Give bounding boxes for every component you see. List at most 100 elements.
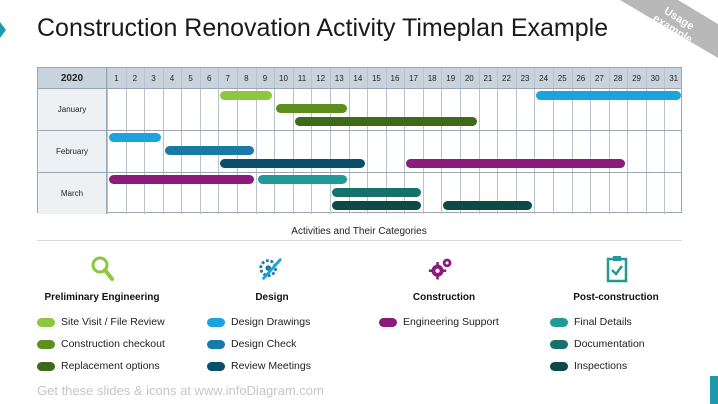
gantt-bar (536, 91, 681, 100)
day-header: 22 (502, 73, 511, 83)
legend-label: Documentation (574, 338, 645, 350)
gantt-bar (406, 159, 626, 168)
day-header: 1 (114, 73, 119, 83)
day-header: 6 (206, 73, 212, 83)
grid-line (329, 68, 331, 214)
legend-swatch (37, 317, 55, 327)
grid-line (292, 68, 294, 214)
legend-swatch (550, 339, 568, 349)
left-accent-marker (0, 22, 6, 38)
day-header: 9 (262, 73, 268, 83)
grid-line (534, 68, 536, 214)
day-header: 16 (390, 73, 400, 83)
category-title-preliminary-engineering: Preliminary Engineering (44, 292, 160, 303)
grid-line (441, 68, 443, 214)
grid-line (664, 68, 666, 214)
grid-line (162, 68, 164, 214)
legend-item: Final Details (550, 315, 632, 329)
grid-line (311, 68, 313, 214)
gantt-bar (220, 159, 366, 168)
legend-swatch (207, 339, 225, 349)
grid-line (274, 68, 276, 214)
gantt-bar (331, 201, 421, 210)
legend-swatch (550, 361, 568, 371)
day-header: 3 (151, 73, 156, 83)
category-title-design: Design (255, 292, 289, 303)
gantt-bar (276, 104, 347, 113)
grid-line (590, 68, 592, 214)
legend-label: Review Meetings (231, 360, 311, 372)
legend-label: Design Drawings (231, 316, 311, 328)
footer-promo[interactable]: Get these slides & icons at www.infoDiag… (37, 383, 324, 398)
row-divider (38, 172, 681, 173)
grid-line (645, 68, 647, 214)
legend-swatch (37, 339, 55, 349)
legend-item: Engineering Support (379, 315, 499, 329)
day-header: 10 (279, 73, 288, 83)
day-header: 14 (353, 73, 363, 83)
grid-line (348, 68, 350, 214)
day-header: 25 (557, 73, 567, 83)
legend-item: Design Check (207, 337, 296, 351)
categories-caption: Activities and Their Categories (291, 226, 427, 237)
legend-item: Documentation (550, 337, 645, 351)
design-tools-icon (259, 258, 282, 280)
legend-item: Construction checkout (37, 337, 165, 351)
day-header: 24 (539, 73, 549, 83)
gantt-header-row (38, 68, 681, 88)
row-divider (38, 130, 681, 131)
day-header: 13 (334, 73, 344, 83)
magnifier-icon (91, 256, 114, 281)
day-header: 15 (371, 73, 381, 83)
day-header: 28 (613, 73, 623, 83)
legend-swatch (550, 317, 568, 327)
legend-label: Final Details (574, 316, 632, 328)
month-label: January (38, 88, 107, 130)
month-label: February (38, 130, 107, 172)
month-label: March (38, 172, 107, 214)
grid-line (552, 68, 554, 214)
day-header: 29 (632, 73, 641, 83)
legend-item: Replacement options (37, 359, 160, 373)
day-header: 17 (409, 73, 419, 83)
legend-label: Site Visit / File Review (61, 316, 165, 328)
day-header: 26 (576, 73, 586, 83)
grid-line (608, 68, 610, 214)
grid-line (422, 68, 424, 214)
gantt-bar (220, 91, 273, 100)
legend-label: Engineering Support (403, 316, 499, 328)
day-header: 4 (169, 73, 175, 83)
gantt-bar (164, 146, 254, 155)
usage-example-ribbon: Usage example fully editable (620, 0, 718, 58)
grid-line (367, 68, 369, 214)
gears-icon (428, 258, 452, 280)
clipboard-check-icon (606, 256, 628, 283)
legend-swatch (37, 361, 55, 371)
legend-item: Inspections (550, 359, 627, 373)
grid-line (478, 68, 480, 214)
gantt-bar (443, 201, 533, 210)
day-header: 11 (297, 73, 307, 83)
page-title: Construction Renovation Activity Timepla… (37, 14, 609, 42)
section-divider (37, 240, 682, 241)
legend-label: Inspections (574, 360, 628, 372)
day-header: 8 (244, 73, 249, 83)
right-accent-marker (710, 376, 718, 404)
gantt-bar (294, 117, 477, 126)
legend-label: Replacement options (61, 360, 160, 372)
day-header: 27 (594, 73, 604, 83)
grid-line (385, 68, 387, 214)
row-divider (38, 88, 681, 89)
grid-line (107, 68, 108, 214)
grid-line (404, 68, 406, 214)
gantt-bar (109, 133, 161, 142)
day-header: 31 (669, 73, 679, 83)
day-header: 7 (225, 73, 230, 83)
legend-item: Design Drawings (207, 315, 310, 329)
legend-swatch (207, 317, 225, 327)
legend-item: Site Visit / File Review (37, 315, 165, 329)
day-header: 20 (464, 73, 474, 83)
day-header: 12 (316, 73, 326, 83)
grid-line (237, 68, 239, 214)
